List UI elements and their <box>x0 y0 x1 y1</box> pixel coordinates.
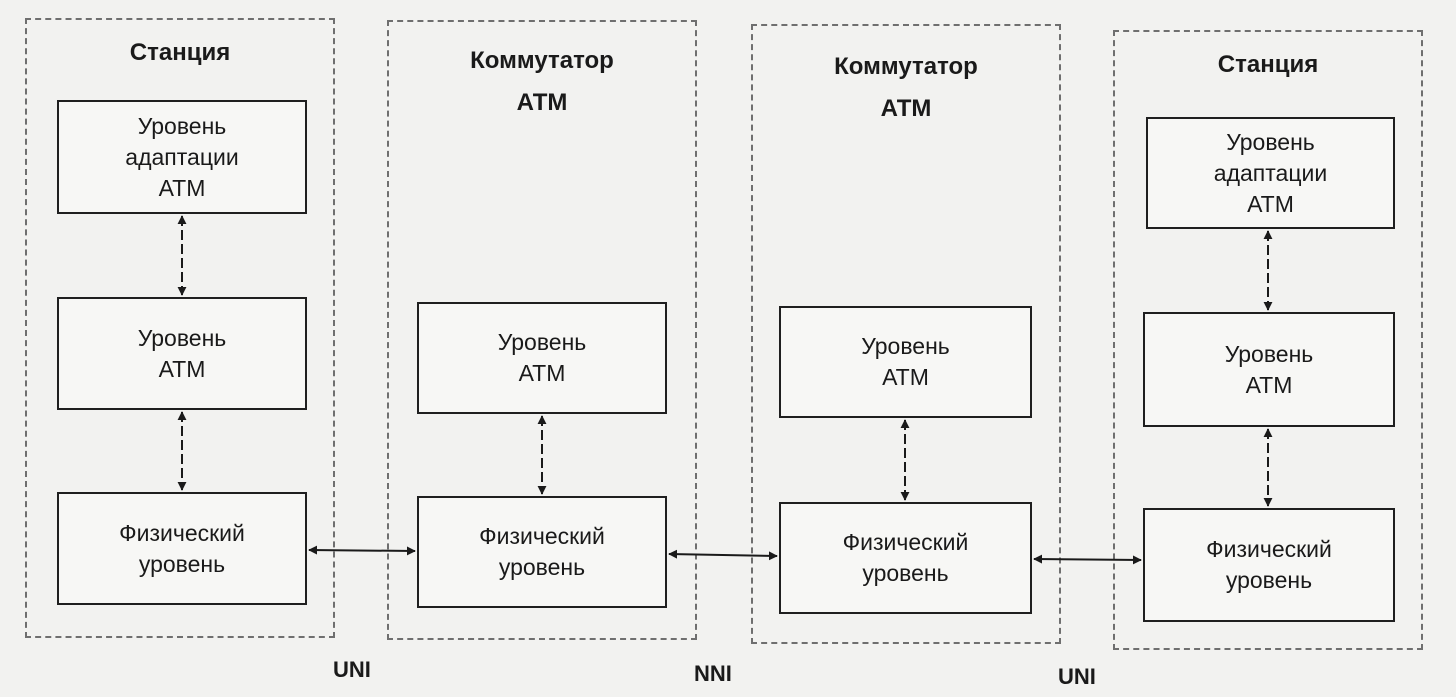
station-left-aal-layer: Уровень адаптации АТМ <box>57 100 307 214</box>
interface-label-uni-right: UNI <box>1058 664 1096 689</box>
switch-2-physical-layer: Физический уровень <box>779 502 1032 614</box>
interface-label-uni-left: UNI <box>333 657 371 682</box>
station-right-aal-layer: Уровень адаптации АТМ <box>1146 117 1395 229</box>
switch-1-group: Коммутатор АТМ <box>387 20 697 640</box>
switch-2-title: Коммутатор АТМ <box>834 53 978 122</box>
switch-1-physical-layer: Физический уровень <box>417 496 667 608</box>
station-left-atm-layer: Уровень АТМ <box>57 297 307 410</box>
station-left-group: Станция <box>25 18 335 638</box>
switch-2-group: Коммутатор АТМ <box>751 24 1061 644</box>
switch-1-title: Коммутатор АТМ <box>470 47 614 116</box>
interface-label-nni: NNI <box>694 661 732 686</box>
station-right-physical-layer: Физический уровень <box>1143 508 1395 622</box>
station-right-atm-layer: Уровень АТМ <box>1143 312 1395 427</box>
station-left-title: Станция <box>129 39 231 66</box>
station-left-physical-layer: Физический уровень <box>57 492 307 605</box>
switch-1-atm-layer: Уровень АТМ <box>417 302 667 414</box>
station-right-title: Станция <box>1217 51 1319 78</box>
station-right-group: Станция <box>1113 30 1423 650</box>
switch-2-atm-layer: Уровень АТМ <box>779 306 1032 418</box>
